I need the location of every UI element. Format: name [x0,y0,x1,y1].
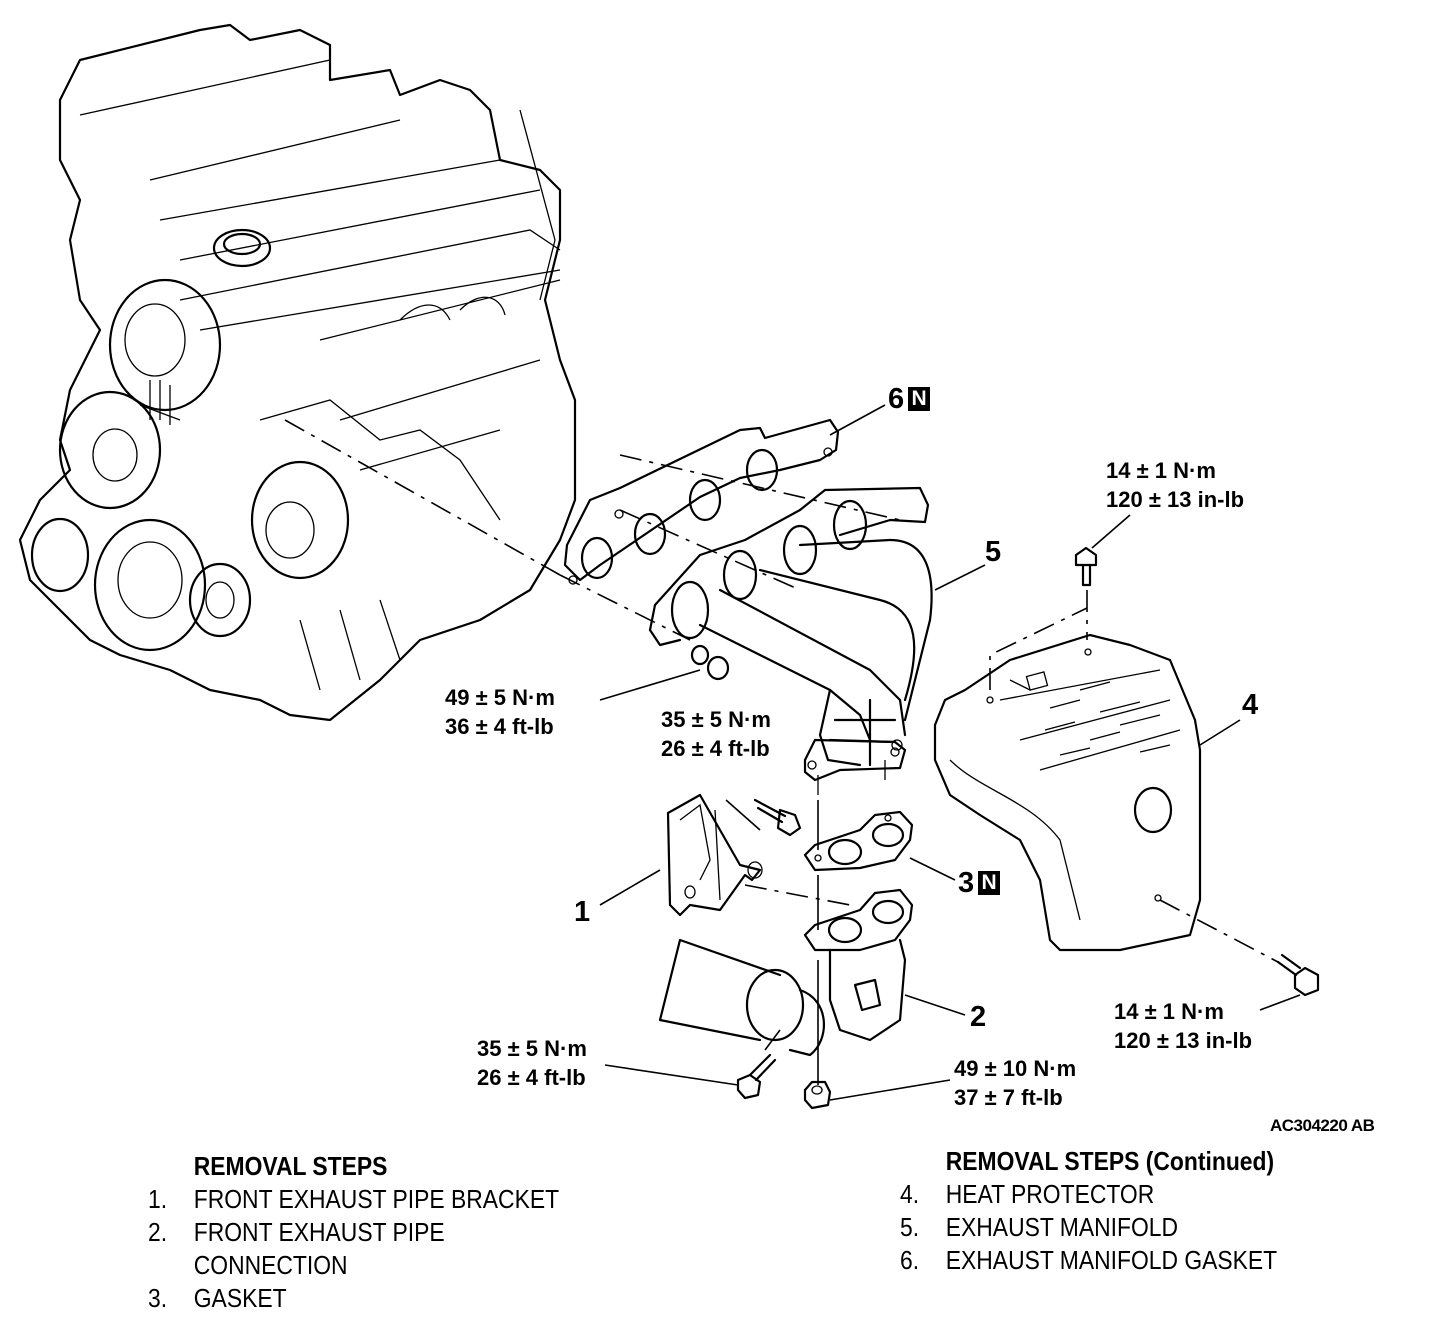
callout-number: 3 [958,867,975,899]
removal-steps-title: REMOVAL STEPS [193,1151,388,1181]
step-item: 1.FRONT EXHAUST PIPE BRACKET [148,1184,560,1214]
pipe-nut [803,1080,832,1110]
torque-bracket-bolt-lower: 35 ± 5 N·m 26 ± 4 ft-lb [477,1034,587,1092]
step-item: 5.EXHAUST MANIFOLD [900,1212,1178,1242]
exhaust-manifold [648,486,933,795]
removal-steps-right: REMOVAL STEPS (Continued) 4.HEAT PROTECT… [900,1145,1277,1277]
torque-manifold-nut: 49 ± 5 N·m 36 ± 4 ft-lb [445,683,555,741]
gasket [803,810,914,872]
step-item: 6.EXHAUST MANIFOLD GASKET [900,1245,1278,1275]
torque-metric: 35 ± 5 N·m [661,707,771,732]
callout-5: 5 [985,537,1001,567]
torque-imperial: 37 ± 7 ft-lb [954,1085,1063,1110]
torque-imperial: 36 ± 4 ft-lb [445,714,554,739]
callout-4: 4 [1242,690,1258,720]
front-exhaust-pipe [658,888,914,1057]
heat-protector-bolt-bottom [1276,953,1320,997]
figure-code: AC304220 AB [1270,1116,1375,1135]
exhaust-manifold-gasket [563,418,840,585]
torque-heat-protector-bottom: 14 ± 1 N·m 120 ± 13 in-lb [1114,997,1252,1055]
callout-number: 4 [1242,689,1259,721]
heat-protector-bolt-top [1074,546,1098,587]
torque-imperial: 26 ± 4 ft-lb [661,736,770,761]
heat-protector [933,633,1202,952]
torque-pipe-nut: 49 ± 10 N·m 37 ± 7 ft-lb [954,1054,1076,1112]
removal-steps-left: REMOVAL STEPS 1.FRONT EXHAUST PIPE BRACK… [148,1151,560,1313]
torque-metric: 49 ± 10 N·m [954,1056,1077,1081]
engine-assembly [18,23,577,722]
bracket-bolt-lower [736,1053,777,1100]
step-item: 3.GASKET [148,1283,287,1313]
callout-1: 1 [574,897,590,927]
torque-metric: 14 ± 1 N·m [1114,999,1224,1024]
leader-lines [599,404,1301,1101]
callout-number: 2 [970,1001,987,1033]
torque-bracket-bolt-upper: 35 ± 5 N·m 26 ± 4 ft-lb [661,705,771,763]
step-item: 4.HEAT PROTECTOR [900,1179,1155,1209]
manifold-nut-washer [690,644,730,681]
callout-number: 5 [985,536,1002,568]
front-exhaust-pipe-bracket [666,793,763,917]
removal-steps-continued-title: REMOVAL STEPS (Continued) [945,1146,1275,1176]
new-part-badge: N [978,871,1001,895]
new-part-badge: N [908,387,931,411]
torque-heat-protector-top: 14 ± 1 N·m 120 ± 13 in-lb [1106,456,1244,514]
torque-imperial: 120 ± 13 in-lb [1106,487,1245,512]
torque-imperial: 26 ± 4 ft-lb [477,1065,586,1090]
torque-metric: 49 ± 5 N·m [445,685,555,710]
step-item: 2.FRONT EXHAUST PIPE [148,1217,445,1247]
callout-2: 2 [970,1002,986,1032]
torque-metric: 14 ± 1 N·m [1106,458,1216,483]
callout-number: 6 [888,383,905,415]
callout-number: 1 [574,896,591,928]
bracket-bolt-upper [753,798,802,837]
torque-metric: 35 ± 5 N·m [477,1036,587,1061]
torque-imperial: 120 ± 13 in-lb [1114,1028,1253,1053]
